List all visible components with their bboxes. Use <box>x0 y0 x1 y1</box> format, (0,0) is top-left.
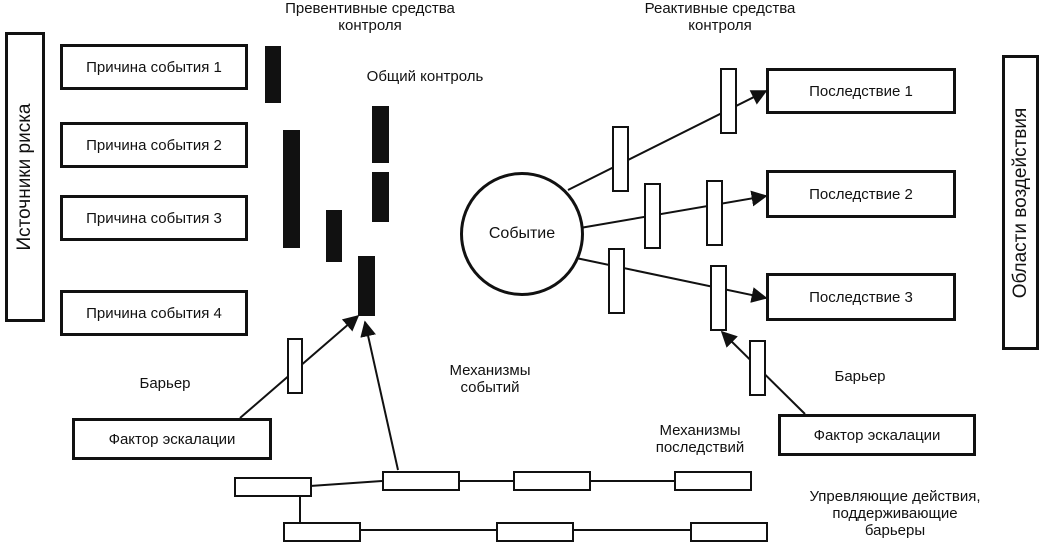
cause-box-3: Причина события 3 <box>60 195 248 241</box>
management-action-rect-6 <box>496 522 574 542</box>
cause-box-4: Причина события 4 <box>60 290 248 336</box>
escalation-barrier-right <box>749 340 766 396</box>
reactive-controls-header: Реактивные средства контроля <box>644 0 796 34</box>
event-to-consequence-3-line <box>575 257 768 303</box>
reactive-barrier-3 <box>608 248 625 314</box>
general-control-bar-2 <box>372 172 389 222</box>
management-action-rect-5 <box>283 522 361 542</box>
impact-areas-label: Области воздействия <box>1009 107 1031 298</box>
preventive-barrier-2 <box>283 130 300 248</box>
escalation-factor-right: Фактор эскалации <box>778 414 976 456</box>
reactive-barrier-6 <box>710 265 727 331</box>
consequence-box-1: Последствие 1 <box>766 68 956 114</box>
reactive-barrier-1 <box>612 126 629 192</box>
event-circle: Событие <box>460 172 584 296</box>
preventive-barrier-1 <box>265 46 281 103</box>
management-action-rect-7 <box>690 522 768 542</box>
management-action-rect-4 <box>674 471 752 491</box>
management-action-rect-2 <box>382 471 460 491</box>
general-control-label: Общий контроль <box>366 68 484 85</box>
barrier-label-left: Барьер <box>139 375 191 392</box>
consequence-box-2: Последствие 2 <box>766 170 956 218</box>
reactive-barrier-5 <box>706 180 723 246</box>
management-action-rect-3 <box>513 471 591 491</box>
escalation-barrier-left <box>287 338 303 394</box>
reactive-barrier-4 <box>720 68 737 134</box>
management-actions-label: Упревляющие действия, поддерживающие бар… <box>809 488 981 539</box>
general-control-bar-1 <box>372 106 389 163</box>
management-to-control-arrow <box>360 320 399 471</box>
cause-box-2: Причина события 2 <box>60 122 248 168</box>
preventive-controls-header: Превентивные средства контроля <box>285 0 455 34</box>
reactive-barrier-2 <box>644 183 661 249</box>
risk-sources-box: Источники риска <box>5 32 45 322</box>
barrier-label-right: Барьер <box>834 368 886 385</box>
preventive-barrier-3 <box>326 210 342 262</box>
cause-box-1: Причина события 1 <box>60 44 248 90</box>
impact-areas-box: Области воздействия <box>1002 55 1039 350</box>
escalation-factor-left: Фактор эскалации <box>72 418 272 460</box>
event-to-consequence-2-line <box>579 190 768 229</box>
consequence-box-3: Последствие 3 <box>766 273 956 321</box>
general-control-bar-3 <box>358 256 375 316</box>
risk-sources-label: Источники риска <box>14 103 35 251</box>
consequence-mechanisms-label: Механизмы последствий <box>655 422 745 456</box>
event-mechanisms-label: Механизмы событий <box>449 362 531 396</box>
management-action-rect-1 <box>234 477 312 497</box>
